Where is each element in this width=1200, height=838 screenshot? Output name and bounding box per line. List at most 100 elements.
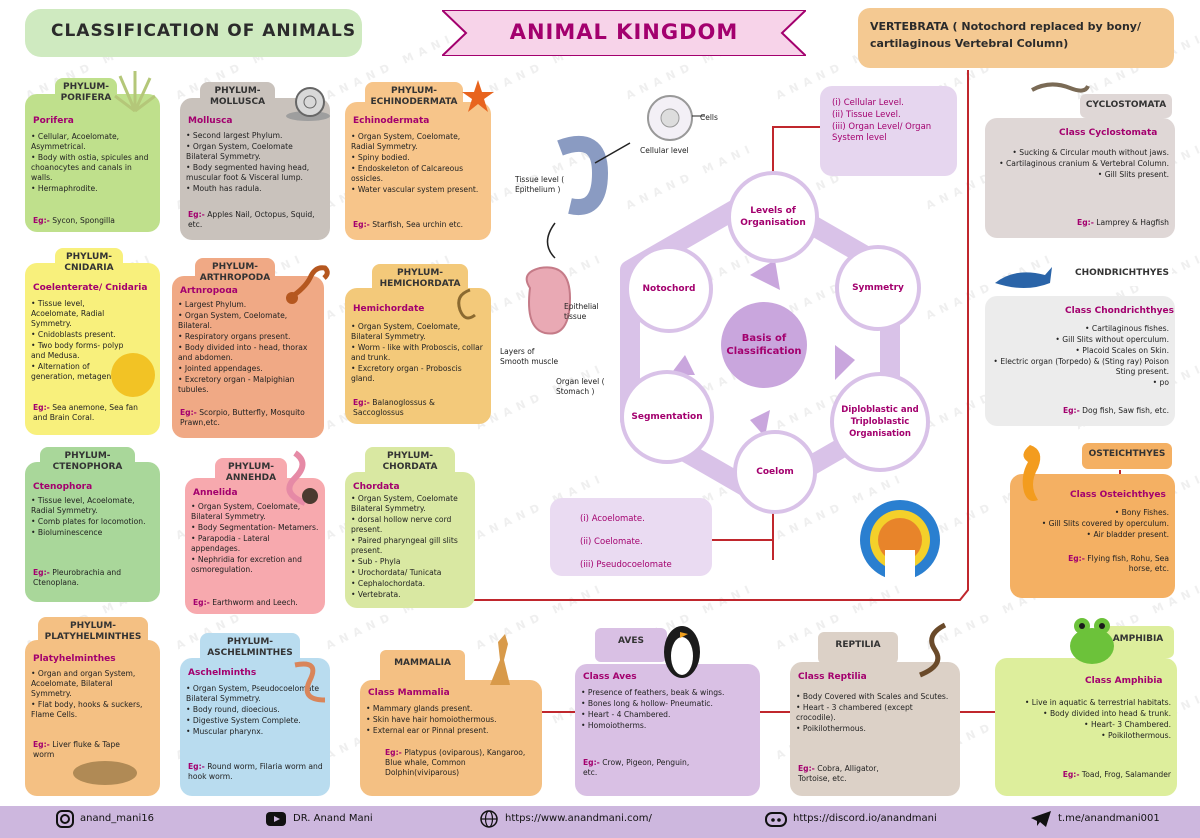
feature-list: • Mammary glands present.• Skin have hai… <box>366 704 536 737</box>
list-item: • Air bladder present. <box>1086 530 1169 539</box>
tab-annelida: PHYLUM- ANNEHDA <box>215 458 287 488</box>
list-item: • Body Segmentation- Metamers. <box>191 523 319 532</box>
card-ctenophora: Ctenophora • Tissue level, Acoelomate, R… <box>25 462 160 602</box>
list-item: • Electric organ (Torpedo) & (Sting ray)… <box>993 357 1169 376</box>
example-value: Sycon, Spongilla <box>52 216 115 225</box>
list-item: • Excretory organ - Malpighian tubules. <box>178 375 295 394</box>
snake-icon <box>919 622 947 678</box>
example-text: Eg:- Toad, Frog, Salamander <box>1003 770 1171 780</box>
list-item: • Largest Phylum. <box>178 300 247 309</box>
feature-list: • Tissue level, Acoelomate, Radial Symme… <box>31 299 130 383</box>
list-item: • Jointed appendages. <box>178 364 263 373</box>
example-value: Crow, Pigeon, Penguin, etc. <box>583 758 690 777</box>
balanoglossus-icon <box>457 288 476 320</box>
feature-list: • Cartilaginous fishes. • Gill Slits with… <box>991 324 1169 389</box>
telegram-icon[interactable] <box>1030 810 1052 828</box>
website-link[interactable]: https://www.anandmani.com/ <box>505 813 652 824</box>
node-levels: Levels of Organisation <box>727 171 819 263</box>
list-item: (ii) Tissue Level. <box>832 110 901 120</box>
card-chordata: Chordata • Organ System, Coelomate Bilat… <box>345 472 475 608</box>
list-item: • Body with ostia, spicules and choanocy… <box>31 153 149 182</box>
card-echinodermata: Echinodermata • Organ System, Coelomate,… <box>345 102 491 240</box>
sponge-icon <box>114 71 156 113</box>
list-item: • Body divided into - head, thorax and a… <box>178 343 308 362</box>
instagram-handle[interactable]: anand_mani16 <box>80 813 154 824</box>
list-item: • Organ System, Coelomate, Bilateral Sym… <box>351 322 461 341</box>
tab-mammalia: MAMMALIA <box>380 650 465 688</box>
example-text: Eg:- Flying fish, Rohu, Sea horse, etc. <box>1060 554 1169 574</box>
starfish-icon <box>462 80 494 112</box>
eg-label: Eg:- <box>188 762 205 771</box>
telegram-link[interactable]: t.me/anandmani001 <box>1058 813 1160 824</box>
list-item: (i) Acoelomate. <box>580 514 645 524</box>
card-title: Class Amphibia <box>1085 676 1163 686</box>
card-mollusca: Mollusca • Second largest Phylum.• Organ… <box>180 98 330 240</box>
example-value: Flying fish, Rohu, Sea horse, etc. <box>1087 554 1169 573</box>
list-item: • Comb plates for locomotion. <box>31 517 146 526</box>
label-cells: Cells <box>700 113 718 122</box>
label-epithelial: Epithelial tissue <box>564 302 599 321</box>
page-title: ANIMAL KINGDOM <box>509 20 739 44</box>
vertebrata-title: VERTEBRATA ( Notochord replaced by bony/… <box>870 20 1141 50</box>
vertebrata-line <box>470 70 969 601</box>
feature-list: • Presence of feathers, beak & wings.• B… <box>581 688 754 732</box>
card-title: Arthropoda <box>180 286 238 296</box>
tab-arthropoda: PHYLUM- ARTHROPODA <box>195 258 275 288</box>
example-value: Apples Nail, Octopus, Squid, etc. <box>188 210 315 229</box>
list-item: • Sub - Phyla <box>351 557 401 566</box>
example-text: Eg:- Sycon, Spongilla <box>33 216 154 226</box>
list-item: • Spiny bodied. <box>351 153 410 162</box>
eg-label: Eg:- <box>353 220 370 229</box>
list-item: • Heart- 3 Chambered. <box>1084 720 1171 729</box>
arrow-mark <box>750 260 780 290</box>
feature-list: • Organ System, Coelomate Bilateral Symm… <box>351 494 469 601</box>
card-aves: Class Aves • Presence of feathers, beak … <box>575 664 760 796</box>
example-text: Eg:- Cobra, Alligator, Tortoise, etc. <box>798 764 900 784</box>
levels-box: (i) Cellular Level.(ii) Tissue Level.(ii… <box>820 86 957 176</box>
discord-icon[interactable] <box>765 810 787 828</box>
eg-label: Eg:- <box>353 398 370 407</box>
card-title: Class Reptilia <box>798 672 867 682</box>
list-item: • Parapodia - Lateral appendages. <box>191 534 270 553</box>
list-item: • Homoiotherms. <box>581 721 647 730</box>
node-symmetry: Symmetry <box>835 245 921 331</box>
youtube-icon[interactable] <box>265 810 287 828</box>
eg-label: Eg:- <box>583 758 600 767</box>
vertebrata-header: VERTEBRATA ( Notochord replaced by bony/… <box>858 8 1174 68</box>
classification-header: CLASSIFICATION OF ANIMALS <box>25 9 362 57</box>
youtube-channel[interactable]: DR. Anand Mani <box>293 813 373 824</box>
label-smooth-muscle: Layers of Smooth muscle <box>500 347 559 366</box>
card-title: Class Cyclostomata <box>1059 128 1158 138</box>
list-item: • Urochordata/ Tunicata <box>351 568 442 577</box>
list-item: • Gill Slits without operculum. <box>1055 335 1169 344</box>
list-item: • Cellular, Acoelomate, Asymmetrical. <box>31 132 120 151</box>
tab-echinodermata: PHYLUM- ECHINODERMATA <box>365 82 463 112</box>
tab-porifera: PHYLUM- PORIFERA <box>55 78 117 110</box>
example-text: Eg:- Crow, Pigeon, Penguin, etc. <box>583 758 690 778</box>
eg-label: Eg:- <box>385 748 402 757</box>
node-notochord: Notochord <box>625 245 713 333</box>
tab-cnidaria: PHYLUM- CNIDARIA <box>55 248 123 280</box>
card-chondrichthyes: Class Chondrichthyes • Cartilaginous fis… <box>985 296 1175 426</box>
list-item: • Alternation of generation, metagenesis… <box>31 362 129 381</box>
tab-ctenophora: PHYLUM- CTENOPHORA <box>40 447 135 479</box>
list-item: • Water vascular system present. <box>351 185 479 194</box>
globe-icon[interactable] <box>480 810 498 828</box>
list-item: • Cartilaginous fishes. <box>1085 324 1169 333</box>
list-item: • Cnidoblasts present. <box>31 330 116 339</box>
feature-list: • Organ System, Coelomate, Bilateral Sym… <box>351 322 485 385</box>
discord-link[interactable]: https://discord.io/anandmani <box>793 813 937 824</box>
card-porifera: Porifera • Cellular, Acoelomate, Asymmet… <box>25 94 160 232</box>
feature-list: • Bony Fishes.• Gill Slits covered by op… <box>1016 508 1169 541</box>
feature-list: • Largest Phylum.• Organ System, Coeloma… <box>178 300 318 396</box>
example-value: Toad, Frog, Salamander <box>1081 770 1171 779</box>
list-item: • Two body forms- polyp and Medusa. <box>31 341 124 360</box>
example-text: Eg:- Apples Nail, Octopus, Squid, etc. <box>188 210 324 230</box>
tab-aves: AVES <box>595 628 667 662</box>
instagram-icon[interactable] <box>56 810 74 828</box>
tab-mollusca: PHYLUM- MOLLUSCA <box>200 82 275 114</box>
tab-osteichthyes: OSTEICHTHYES <box>1082 443 1172 469</box>
example-text: Eg:- Dog fish, Saw fish, etc. <box>993 406 1169 416</box>
card-title: Platyhelminthes <box>33 654 116 664</box>
organisation-illustration <box>525 95 705 335</box>
